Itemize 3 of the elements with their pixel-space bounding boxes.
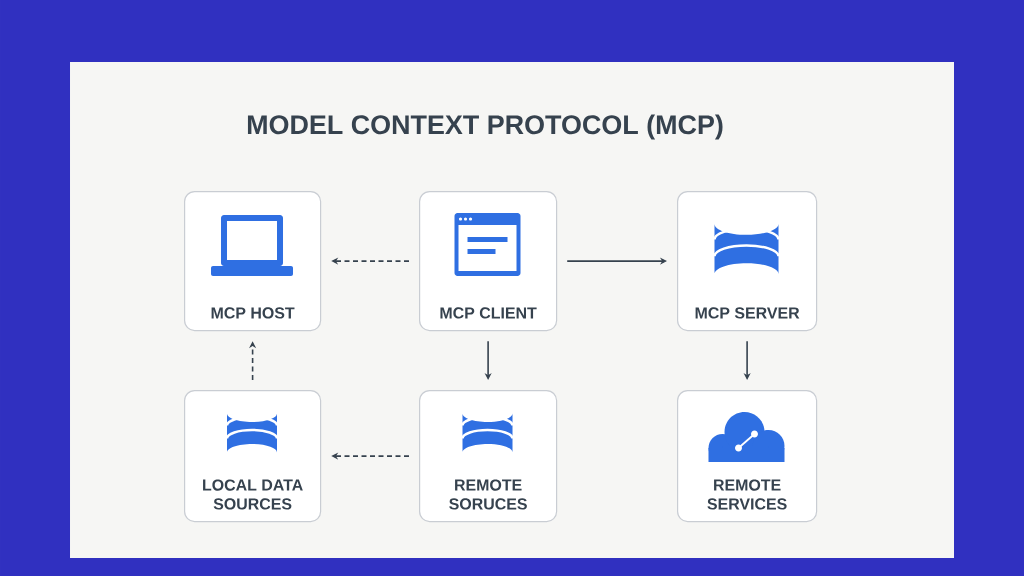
- title: MODEL CONTEXT PROTOCOL (MCP): [247, 114, 723, 140]
- component-box: LOCAL DATA SOURCES: [184, 390, 322, 523]
- component-box: REMOTE SORUCES: [419, 390, 558, 523]
